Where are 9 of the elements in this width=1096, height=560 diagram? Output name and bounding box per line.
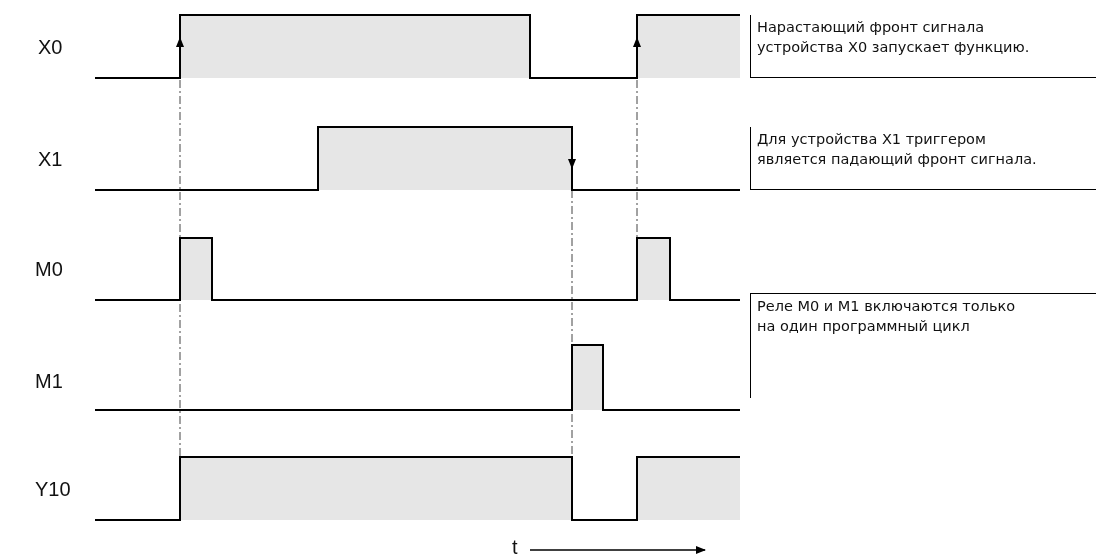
signal-name: M1 (35, 370, 63, 393)
note-text: Реле M0 и M1 включаются только на один программный цикл (750, 293, 1096, 398)
signal-name: Y10 (35, 478, 71, 501)
time-axis-label: t (512, 536, 518, 559)
note-text: Для устройства X1 триггером является падающий фронт сигнала. (750, 127, 1096, 190)
signal-name: X0 (38, 36, 63, 59)
signal-name: X1 (38, 148, 63, 171)
signal-name: M0 (35, 258, 63, 281)
note-text: Нарастающий фронт сигнала устройства X0 запускает функцию. (750, 15, 1096, 78)
